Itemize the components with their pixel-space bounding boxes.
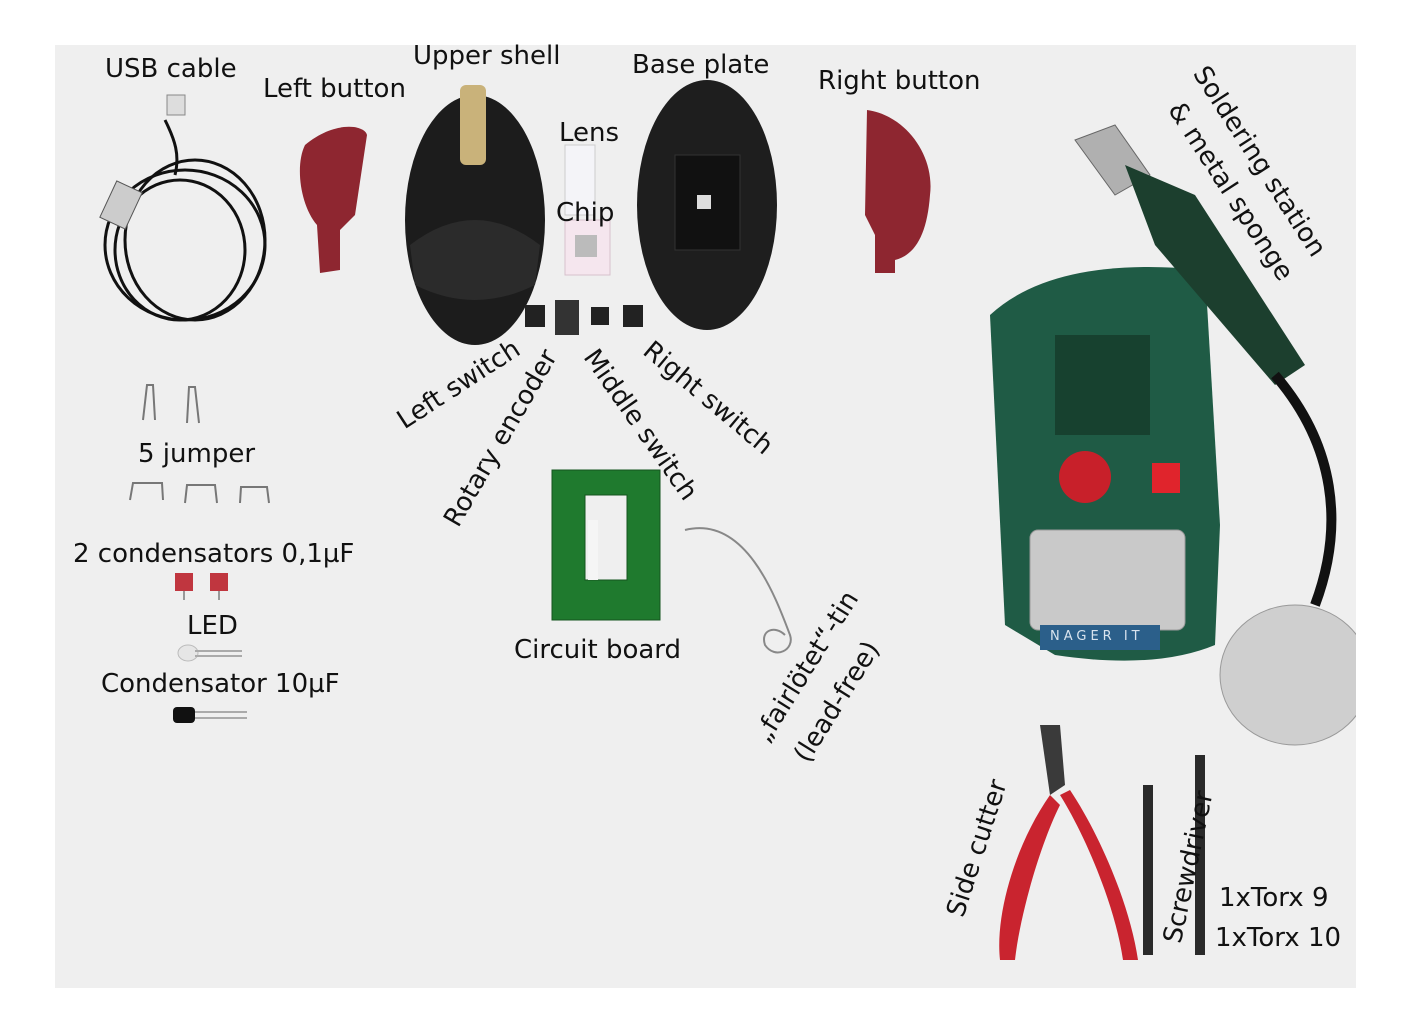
base-plate-object: [637, 80, 777, 330]
right-button-label: Right button: [818, 66, 981, 96]
screwdriver-torx10: [1195, 755, 1205, 955]
photo-illustration: [99, 80, 1356, 960]
led-object: [177, 644, 199, 662]
jumpers-object: [129, 384, 270, 504]
jumper-label: 5 jumper: [138, 439, 256, 469]
torx9-label: 1xTorx 9: [1219, 883, 1329, 913]
usb-cable-object: [103, 119, 267, 322]
capacitor-object: [173, 707, 195, 723]
screwdriver-torx9: [1143, 785, 1153, 955]
soldering-station-object: [990, 267, 1220, 661]
condensator-10-label: Condensator 10µF: [101, 669, 340, 699]
chip-label: Chip: [556, 198, 615, 228]
photo-area: [55, 45, 1356, 988]
soldering-iron-object: [1074, 124, 1337, 607]
metal-sponge-object: [1219, 604, 1356, 746]
base-plate-label: Base plate: [632, 50, 770, 80]
solder-tin-object: [684, 527, 792, 654]
circuit-board-object: [551, 469, 661, 621]
switches-object: [525, 300, 643, 335]
condensators-label: 2 condensators 0,1µF: [73, 539, 355, 569]
station-brand-text: NAGER IT: [1050, 629, 1144, 644]
usb-cable-label: USB cable: [105, 54, 237, 84]
lens-label: Lens: [559, 118, 620, 148]
upper-shell-label: Upper shell: [413, 41, 561, 71]
side-cutter-object: [999, 725, 1138, 960]
lens-object: [564, 144, 596, 216]
torx10-label: 1xTorx 10: [1215, 923, 1342, 953]
left-button-object: [299, 126, 367, 273]
upper-shell-object: [405, 85, 545, 345]
led-label: LED: [187, 611, 238, 641]
circuit-board-label: Circuit board: [514, 635, 682, 665]
left-button-label: Left button: [263, 74, 406, 104]
right-button-object: [865, 110, 931, 273]
